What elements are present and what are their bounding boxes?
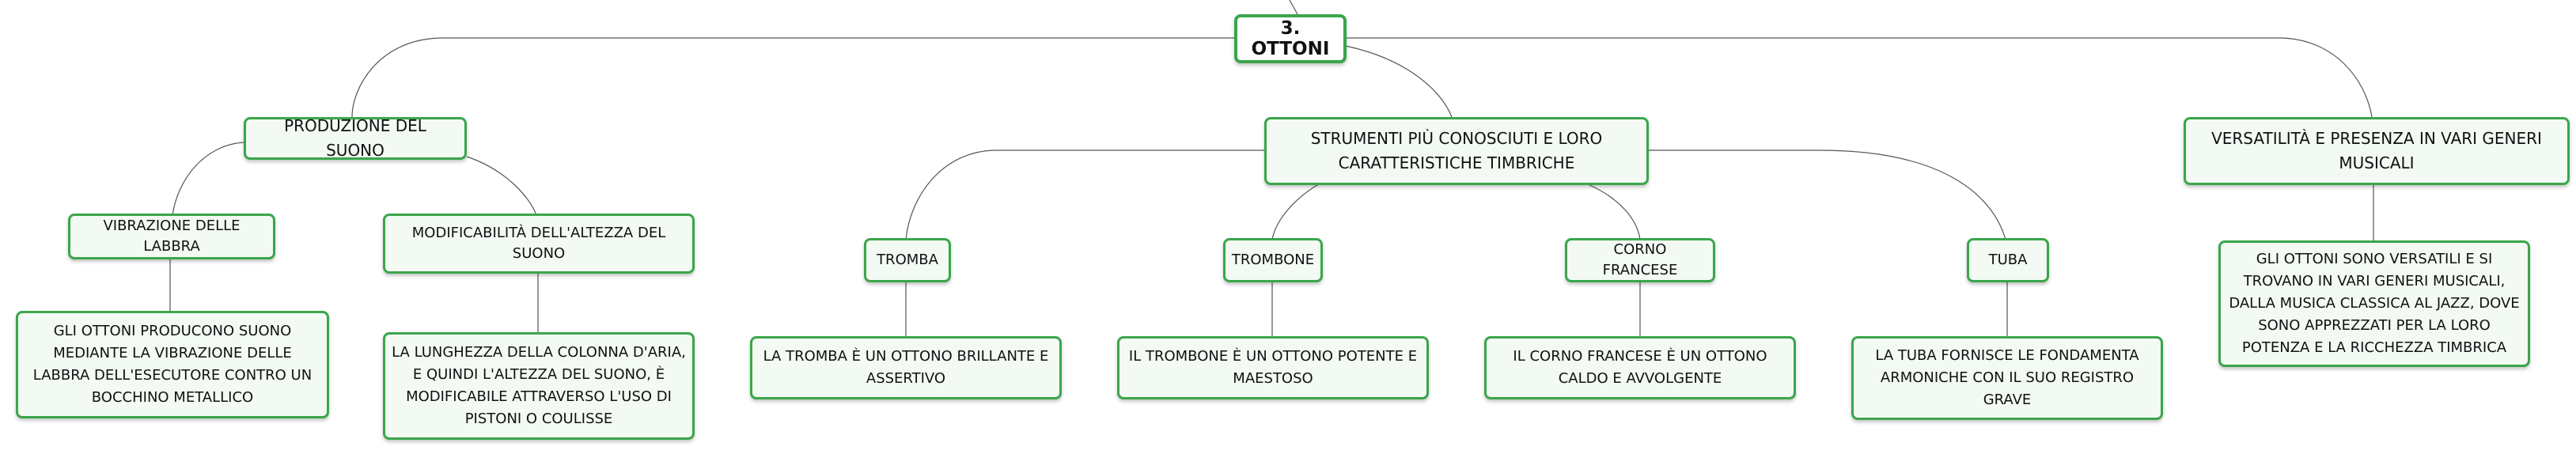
connector-root-instruments: [1336, 44, 1453, 118]
connector-instruments-tuba: [1646, 149, 2006, 240]
connector-instruments-trombone: [1271, 181, 1324, 240]
connector-root-parent: [1289, 0, 1298, 15]
pitch-change-detail-node[interactable]: LA LUNGHEZZA DELLA COLONNA D'ARIA, E QUI…: [383, 332, 695, 440]
tromba-node[interactable]: TROMBA: [864, 238, 951, 282]
root-node[interactable]: 3. OTTONI: [1234, 14, 1347, 63]
root-label: 3. OTTONI: [1251, 18, 1330, 59]
instruments-label: STRUMENTI PIÙ CONOSCIUTI E LORO CARATTER…: [1310, 129, 1603, 172]
tuba-detail-node[interactable]: LA TUBA FORNISCE LE FONDAMENTA ARMONICHE…: [1851, 336, 2163, 420]
lip-vibration-detail: GLI OTTONI PRODUCONO SUONO MEDIANTE LA V…: [32, 323, 313, 406]
pitch-change-node[interactable]: MODIFICABILITÀ DELL'ALTEZZA DEL SUONO: [383, 214, 695, 274]
pitch-change-detail: LA LUNGHEZZA DELLA COLONNA D'ARIA, E QUI…: [392, 344, 686, 427]
connector-production-pitch: [466, 156, 537, 216]
connector-instruments-tromba: [905, 149, 1266, 240]
lip-vibration-node[interactable]: VIBRAZIONE DELLE LABBRA: [68, 214, 275, 259]
connector-root-versatility: [1345, 37, 2373, 118]
trombone-node[interactable]: TROMBONE: [1223, 238, 1323, 282]
connector-root-production: [351, 37, 1234, 118]
tromba-detail-node[interactable]: LA TROMBA È UN OTTONO BRILLANTE E ASSERT…: [750, 336, 1062, 399]
connector-instruments-corno: [1582, 181, 1641, 240]
versatility-node[interactable]: VERSATILITÀ E PRESENZA IN VARI GENERI MU…: [2184, 117, 2570, 185]
corno-detail: IL CORNO FRANCESE È UN OTTONO CALDO E AV…: [1513, 348, 1767, 387]
pitch-change-label: MODIFICABILITÀ DELL'ALTEZZA DEL SUONO: [411, 225, 666, 262]
production-label: PRODUZIONE DEL SUONO: [284, 116, 426, 160]
corno-node[interactable]: CORNO FRANCESE: [1565, 238, 1715, 282]
lip-vibration-label: VIBRAZIONE DELLE LABBRA: [103, 218, 241, 255]
corno-label: CORNO FRANCESE: [1602, 241, 1678, 278]
tromba-label: TROMBA: [877, 252, 938, 268]
versatility-label: VERSATILITÀ E PRESENZA IN VARI GENERI MU…: [2211, 129, 2542, 172]
versatility-detail-node[interactable]: GLI OTTONI SONO VERSATILI E SI TROVANO I…: [2218, 240, 2530, 367]
tromba-detail: LA TROMBA È UN OTTONO BRILLANTE E ASSERT…: [763, 348, 1049, 387]
tuba-node[interactable]: TUBA: [1967, 238, 2049, 282]
corno-detail-node[interactable]: IL CORNO FRANCESE È UN OTTONO CALDO E AV…: [1484, 336, 1796, 399]
tuba-detail: LA TUBA FORNISCE LE FONDAMENTA ARMONICHE…: [1875, 347, 2139, 408]
tuba-label: TUBA: [1988, 252, 2028, 268]
instruments-node[interactable]: STRUMENTI PIÙ CONOSCIUTI E LORO CARATTER…: [1264, 117, 1649, 185]
production-node[interactable]: PRODUZIONE DEL SUONO: [244, 116, 467, 160]
versatility-detail: GLI OTTONI SONO VERSATILI E SI TROVANO I…: [2229, 251, 2520, 356]
lip-vibration-detail-node[interactable]: GLI OTTONI PRODUCONO SUONO MEDIANTE LA V…: [16, 311, 329, 418]
trombone-detail-node[interactable]: IL TROMBONE È UN OTTONO POTENTE E MAESTO…: [1117, 336, 1429, 399]
trombone-label: TROMBONE: [1231, 252, 1315, 268]
trombone-detail: IL TROMBONE È UN OTTONO POTENTE E MAESTO…: [1128, 348, 1418, 387]
connector-production-lip: [172, 142, 246, 216]
